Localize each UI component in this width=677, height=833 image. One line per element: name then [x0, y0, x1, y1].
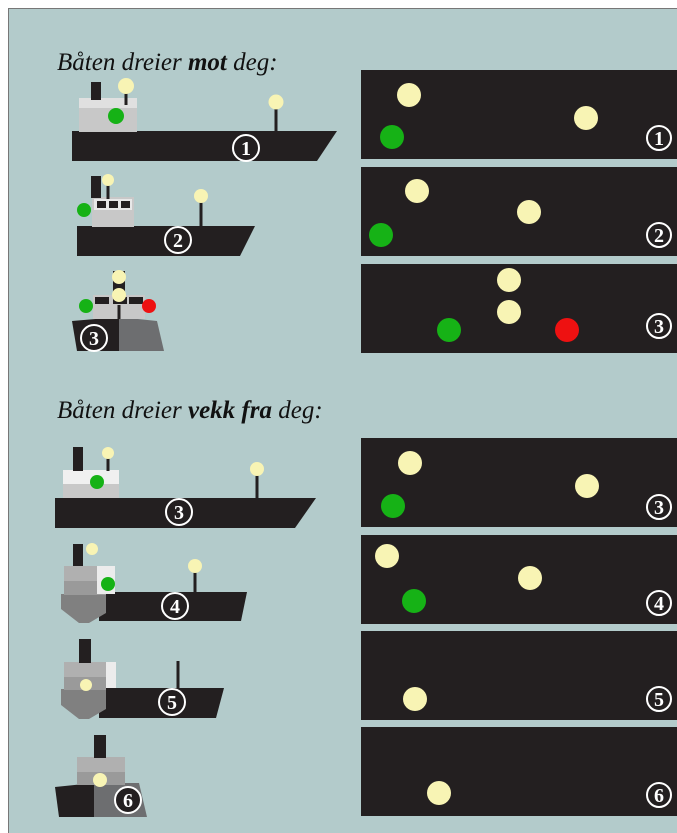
ship-funnel	[91, 176, 101, 198]
ship-funnel	[73, 544, 83, 566]
masthead-light	[575, 474, 599, 498]
ship-funnel	[79, 639, 91, 663]
ship-number: 6	[123, 790, 133, 812]
port-light	[142, 299, 156, 313]
ship-hull	[72, 131, 337, 161]
masthead-light	[102, 174, 114, 186]
panel-number: 2	[654, 225, 664, 247]
ship-number: 3	[174, 502, 184, 524]
ship-4-away: 4	[61, 543, 247, 623]
ship-funnel	[94, 735, 106, 758]
masthead-light	[93, 773, 107, 787]
masthead-light	[517, 200, 541, 224]
ship-1-toward: 1	[72, 78, 337, 161]
port-light	[555, 318, 579, 342]
ship-3-toward: 3	[72, 270, 164, 351]
ship-window	[95, 297, 109, 304]
night-view-panel-3-away: 3	[361, 438, 677, 527]
ship-number: 2	[173, 230, 183, 252]
ship-window	[109, 201, 118, 208]
ship-6-away: 6	[55, 735, 147, 817]
ship-bridge-upper	[79, 98, 137, 108]
masthead-light	[86, 543, 98, 555]
ship-number: 1	[241, 138, 251, 160]
ship-number: 5	[167, 692, 177, 714]
ship-funnel	[91, 82, 101, 100]
ship-5-away: 5	[61, 639, 224, 719]
masthead-light	[188, 559, 202, 573]
night-view-panel-4: 4	[361, 535, 677, 624]
masthead-light	[112, 270, 126, 284]
starboard-light	[381, 494, 405, 518]
starboard-light	[77, 203, 91, 217]
masthead-light	[518, 566, 542, 590]
masthead-light	[250, 462, 264, 476]
night-view-panel-3: 3	[361, 264, 677, 353]
masthead-light	[427, 781, 451, 805]
ship-window	[97, 201, 106, 208]
masthead-light	[403, 687, 427, 711]
starboard-light	[402, 589, 426, 613]
night-view-panel-5: 5	[361, 631, 677, 720]
masthead-light	[375, 544, 399, 568]
masthead-light	[102, 447, 114, 459]
starboard-light	[369, 223, 393, 247]
masthead-light	[269, 95, 284, 110]
starboard-light	[90, 475, 104, 489]
masthead-light	[194, 189, 208, 203]
ship-bridge	[77, 757, 125, 772]
masthead-light	[574, 106, 598, 130]
starboard-light	[101, 577, 115, 591]
night-view-panel-1: 1	[361, 70, 677, 159]
starboard-light	[79, 299, 93, 313]
masthead-light	[405, 179, 429, 203]
starboard-light	[108, 108, 124, 124]
ship-window	[121, 201, 130, 208]
panel-number: 3	[654, 316, 664, 338]
panel-number: 1	[654, 128, 664, 150]
ship-3-away: 3	[55, 447, 316, 528]
masthead-light	[497, 268, 521, 292]
masthead-light	[497, 300, 521, 324]
starboard-light	[437, 318, 461, 342]
night-view-panel-2: 2	[361, 167, 677, 256]
ship-hull-right	[119, 317, 164, 351]
panel-number: 4	[654, 593, 664, 615]
illustration: Båten dreier mot deg: Båten dreier vekk …	[8, 8, 677, 833]
ship-bridge-side	[106, 662, 116, 688]
masthead-light	[118, 78, 134, 94]
masthead-light	[80, 679, 92, 691]
panel-number: 6	[654, 785, 664, 807]
masthead-light	[397, 83, 421, 107]
ship-hull-left	[55, 783, 94, 817]
masthead-light	[112, 288, 126, 302]
ship-number: 3	[89, 328, 99, 350]
masthead-light	[398, 451, 422, 475]
starboard-light	[380, 125, 404, 149]
panel-number: 5	[654, 689, 664, 711]
ship-window	[129, 297, 143, 304]
ship-bridge	[79, 106, 137, 132]
ship-number: 4	[170, 596, 180, 618]
ship-funnel	[73, 447, 83, 471]
ship-bridge	[64, 662, 106, 677]
panel-number: 3	[654, 497, 664, 519]
ship-2-toward: 2	[77, 174, 255, 256]
night-view-panel-6: 6	[361, 727, 677, 816]
